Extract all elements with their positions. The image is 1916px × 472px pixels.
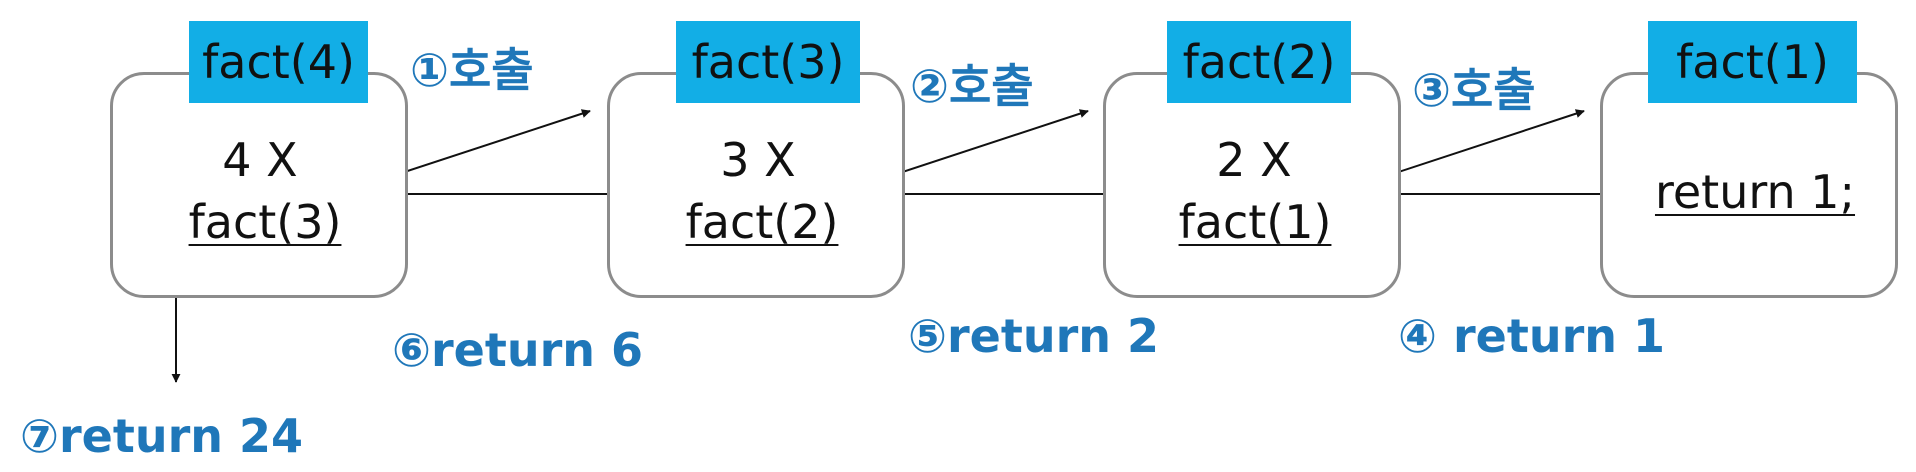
frame-call-fact4: fact(3) xyxy=(188,195,342,249)
frame-call-fact3: fact(2) xyxy=(685,195,839,249)
frame-tag-fact4: fact(4) xyxy=(189,21,368,103)
step-return-7: ⑦return 24 xyxy=(20,409,304,463)
step-call-2: ②호출 xyxy=(910,59,1034,113)
step-call-3: ③호출 xyxy=(1412,63,1536,117)
frame-tag-fact3: fact(3) xyxy=(676,21,860,103)
frame-expr-fact3: 3 X xyxy=(720,133,796,187)
frame-tag-fact1: fact(1) xyxy=(1648,21,1857,103)
frame-box-fact2 xyxy=(1103,72,1401,298)
step-return-6: ⑥return 6 xyxy=(392,323,644,377)
step-return-5: ⑤return 2 xyxy=(908,309,1160,363)
frame-return-fact1: return 1; xyxy=(1654,165,1856,219)
frame-call-fact2: fact(1) xyxy=(1178,195,1332,249)
frame-box-fact3 xyxy=(607,72,905,298)
frame-tag-fact2: fact(2) xyxy=(1167,21,1351,103)
step-return-4: ④ return 1 xyxy=(1398,309,1666,363)
frame-expr-fact4: 4 X xyxy=(222,133,298,187)
step-call-1: ①호출 xyxy=(410,43,534,97)
frame-expr-fact2: 2 X xyxy=(1216,133,1292,187)
